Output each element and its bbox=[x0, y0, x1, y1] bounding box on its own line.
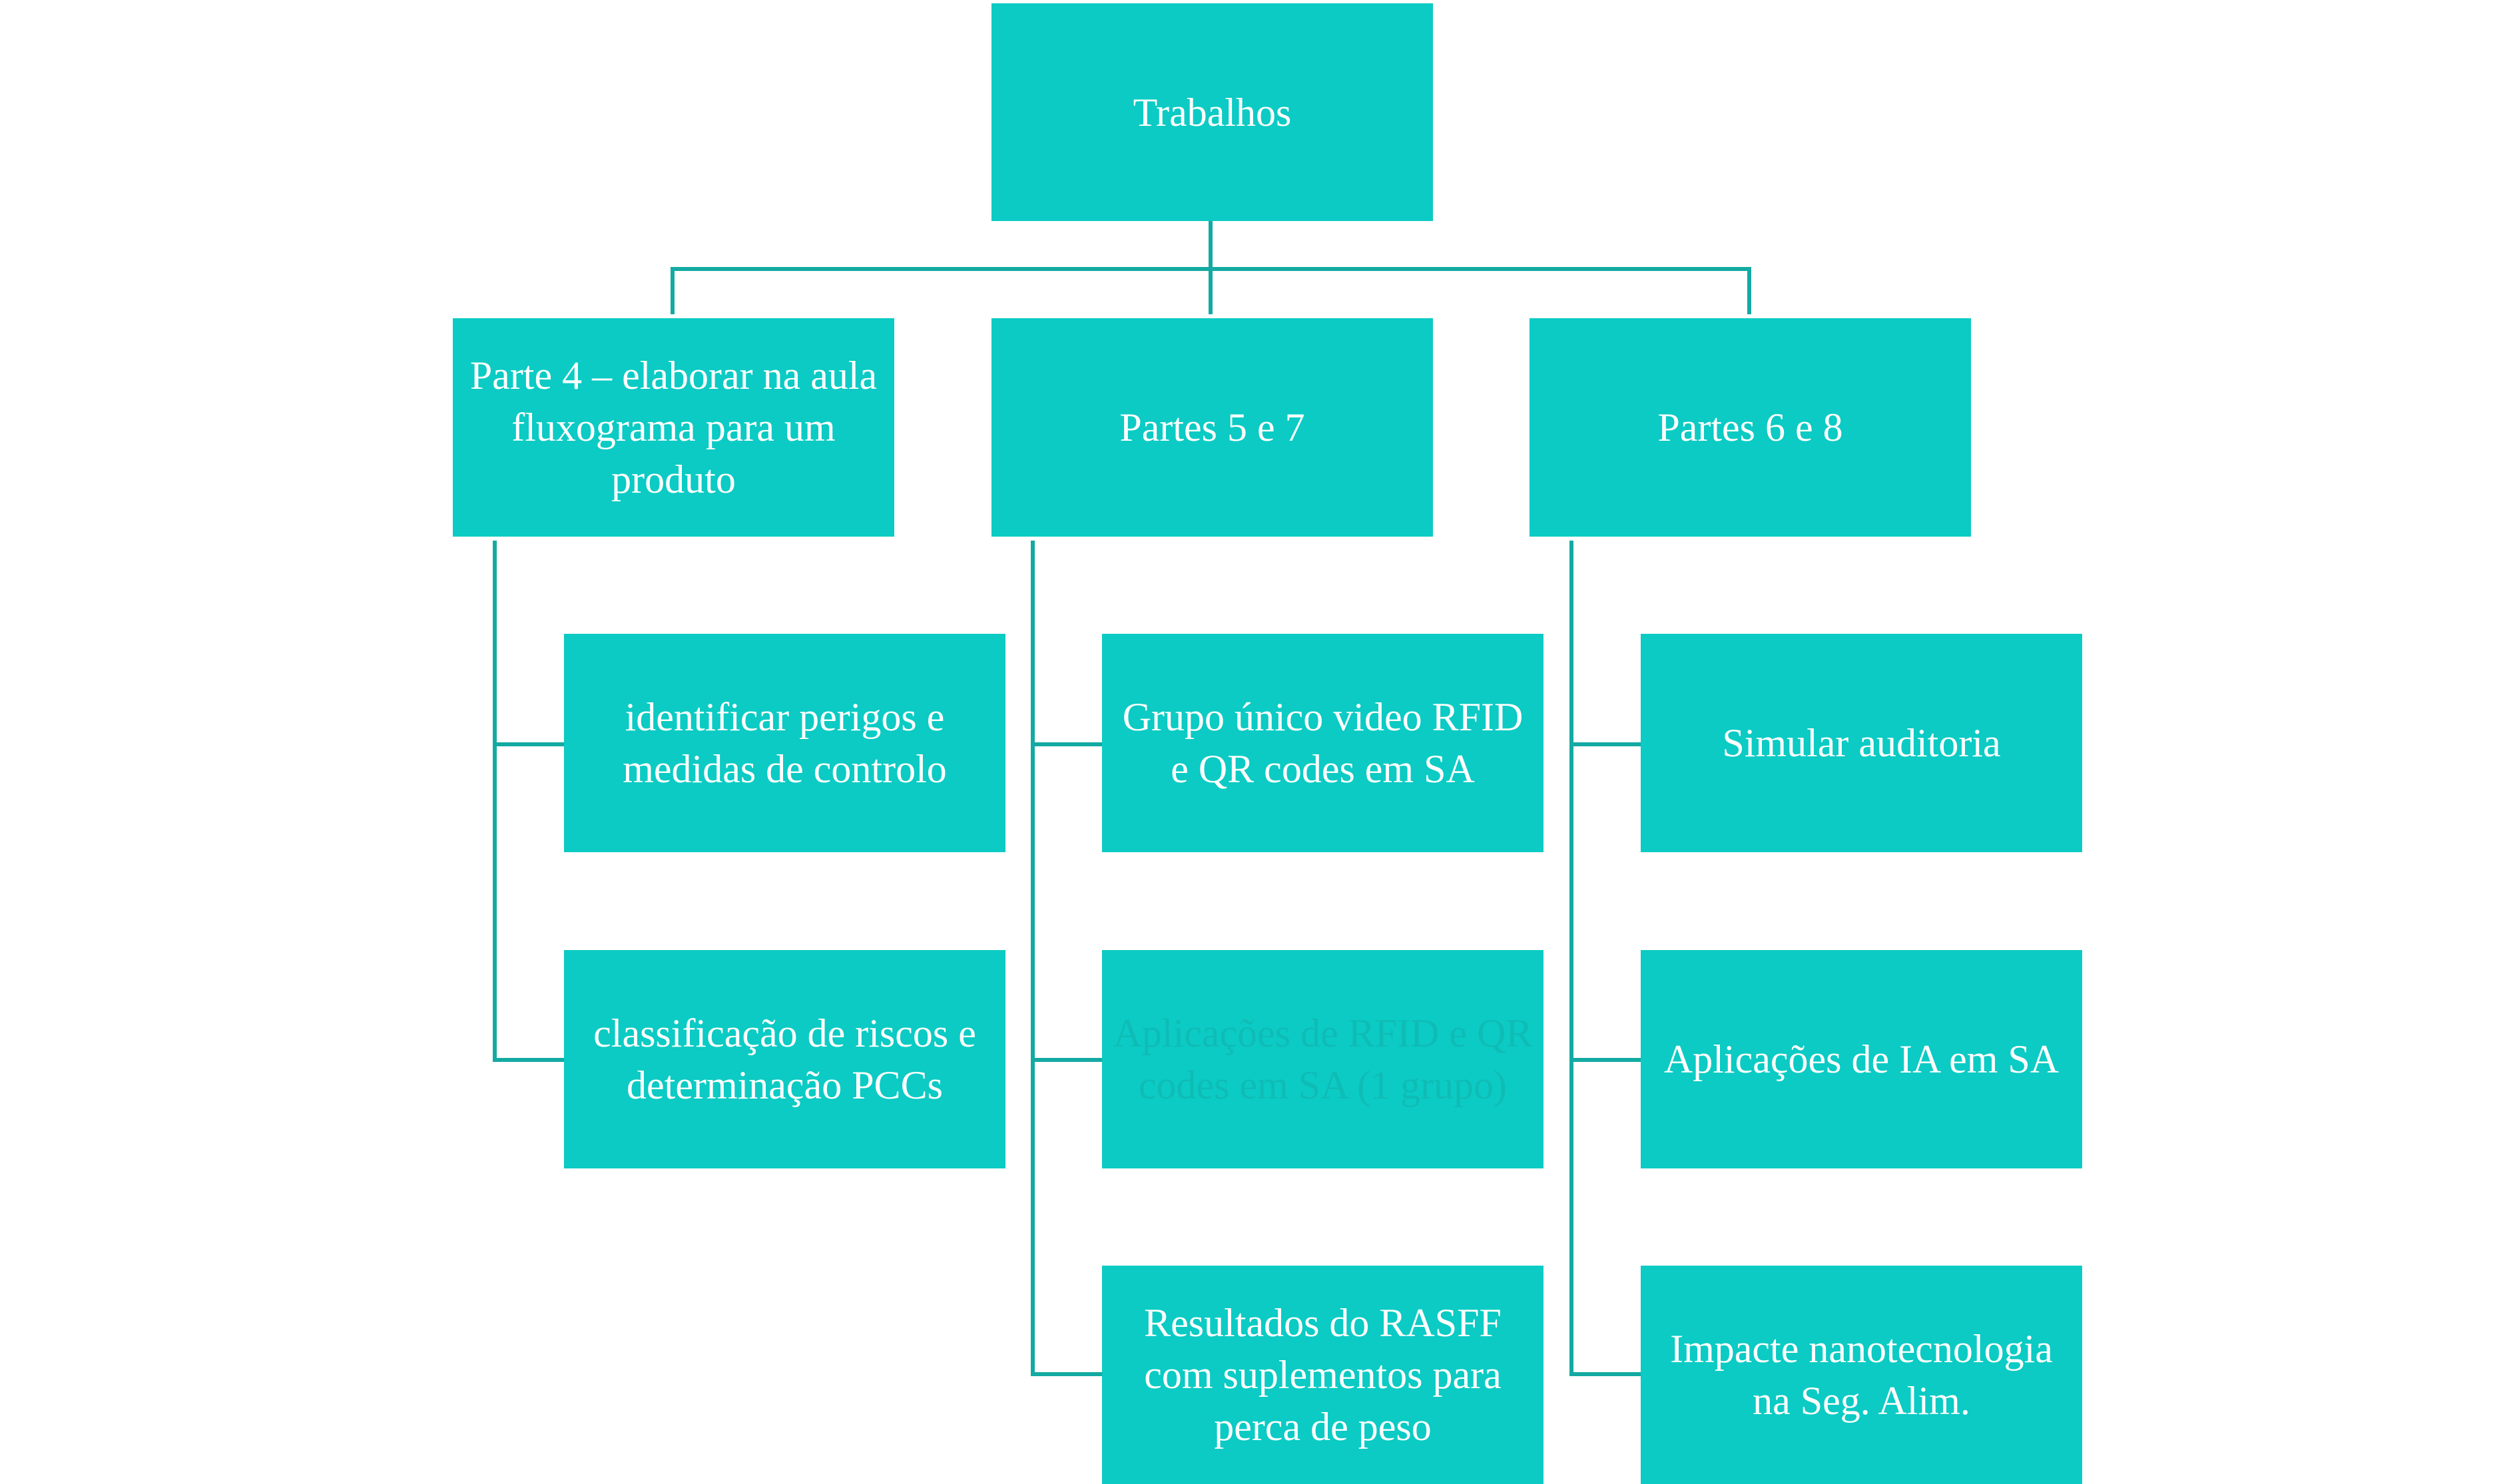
child-node-label: classificação de riscos e determinação P… bbox=[593, 1011, 976, 1107]
child-node-impacte-nanotecnologia: Impacte nanotecnologia na Seg. Alim. bbox=[1641, 1266, 2082, 1484]
branch-node-label: Partes 5 e 7 bbox=[1119, 405, 1305, 449]
child-node-simular-auditoria: Simular auditoria bbox=[1641, 634, 2082, 852]
branch-node-partes-5-e-7: Partes 5 e 7 bbox=[991, 318, 1433, 537]
child-node-classificacao-riscos: classificação de riscos e determinação P… bbox=[564, 950, 1005, 1168]
child-node-aplicacoes-ia: Aplicações de IA em SA bbox=[1641, 950, 2082, 1168]
branch-node-label: Parte 4 – elaborar na aula fluxograma pa… bbox=[469, 354, 878, 501]
branch-node-label: Partes 6 e 8 bbox=[1657, 405, 1843, 449]
child-node-label: Impacte nanotecnologia na Seg. Alim. bbox=[1670, 1327, 2053, 1423]
branch-node-partes-6-e-8: Partes 6 e 8 bbox=[1530, 318, 1971, 537]
child-node-identificar-perigos: identificar perigos e medidas de control… bbox=[564, 634, 1005, 852]
child-node-resultados-rasff: Resultados do RASFF com suplementos para… bbox=[1102, 1266, 1543, 1484]
child-node-label: Simular auditoria bbox=[1722, 721, 2001, 765]
child-node-aplicacoes-rfid: Aplicações de RFID e QR codes em SA (1 g… bbox=[1102, 950, 1543, 1168]
child-node-label: Resultados do RASFF com suplementos para… bbox=[1144, 1301, 1502, 1449]
child-node-label: Grupo único video RFID e QR codes em SA bbox=[1122, 695, 1524, 791]
root-node: Trabalhos bbox=[991, 3, 1433, 221]
child-node-label: identificar perigos e medidas de control… bbox=[623, 695, 947, 791]
root-node-label: Trabalhos bbox=[1133, 90, 1292, 134]
branch-node-parte-4: Parte 4 – elaborar na aula fluxograma pa… bbox=[453, 318, 894, 537]
child-node-grupo-unico-video: Grupo único video RFID e QR codes em SA bbox=[1102, 634, 1543, 852]
child-node-label: Aplicações de IA em SA bbox=[1663, 1037, 2060, 1081]
child-node-label: Aplicações de RFID e QR codes em SA (1 g… bbox=[1113, 1011, 1533, 1107]
